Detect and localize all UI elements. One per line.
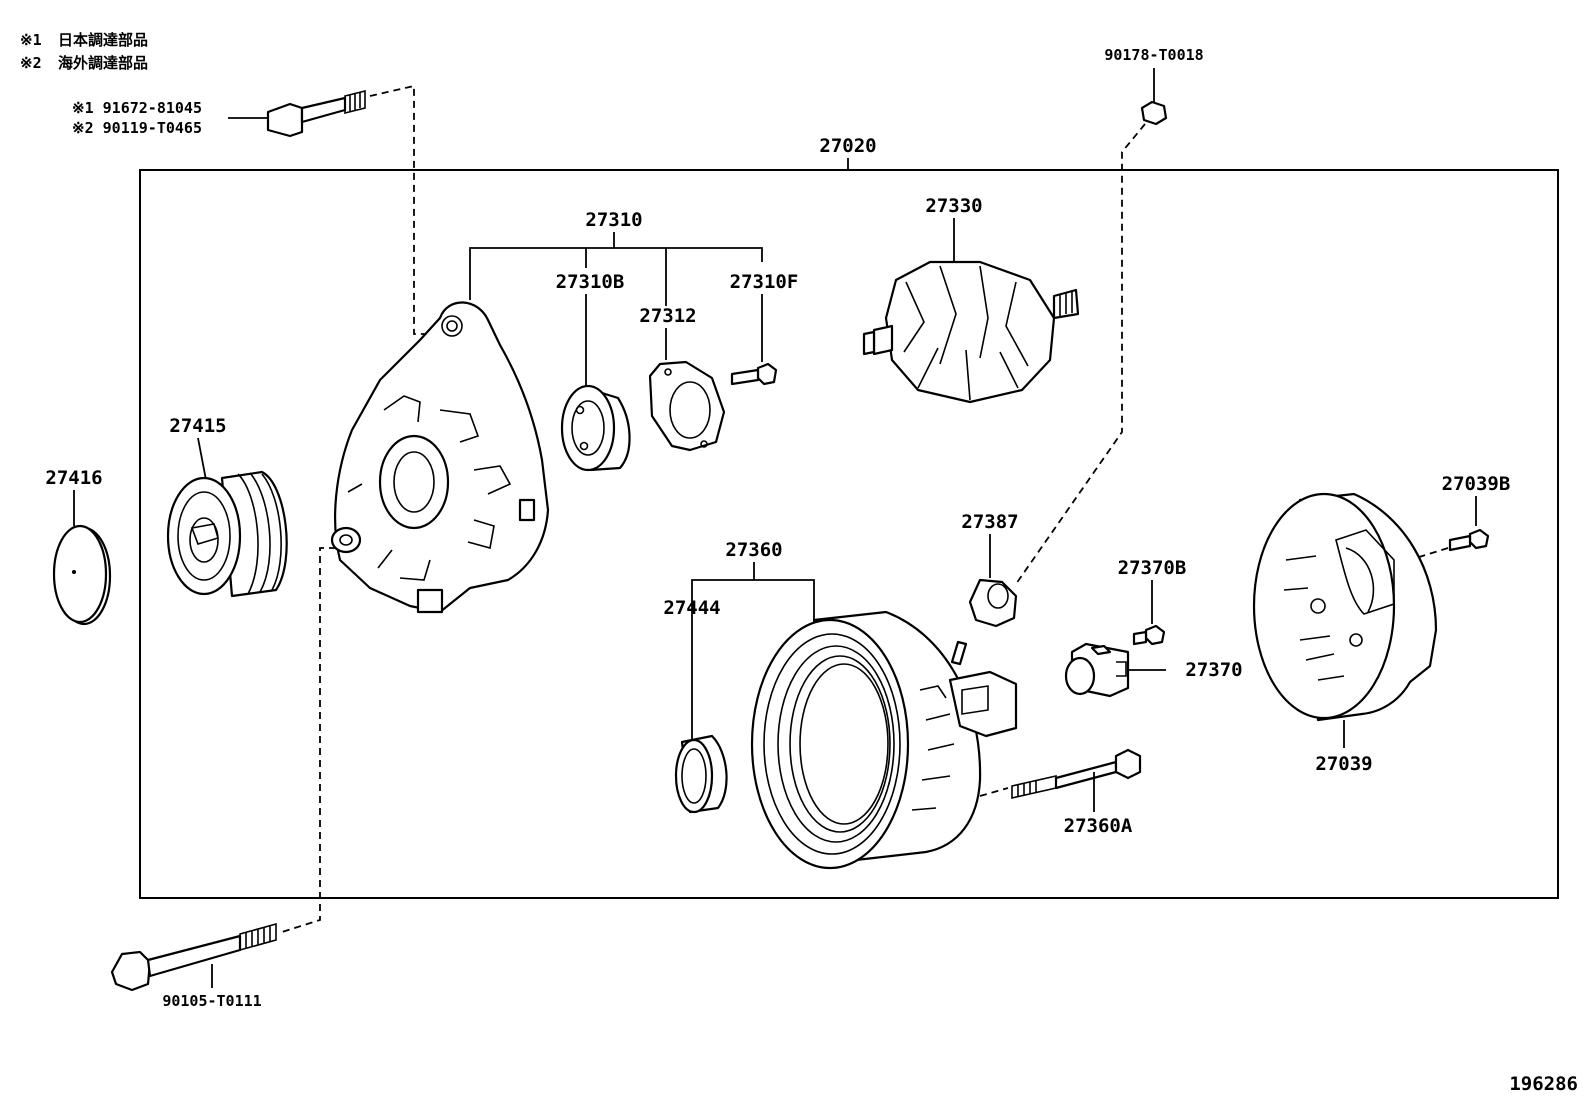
bottom-bolt-part[interactable] — [110, 922, 277, 992]
regulator-part[interactable] — [1064, 642, 1130, 698]
pulley-part[interactable] — [166, 470, 288, 598]
retainer-part[interactable] — [648, 360, 726, 452]
diagram-id: 196286 — [1509, 1073, 1578, 1095]
ring-part[interactable] — [674, 734, 728, 814]
label-bottom-bolt[interactable]: 90105-T0111 — [162, 992, 261, 1010]
label-cap[interactable]: 27416 — [45, 467, 102, 489]
bolt-b-small-part[interactable] — [1132, 624, 1166, 646]
rear-cover-bolt-dashed — [1415, 547, 1449, 559]
label-rear-cover-bolt[interactable]: 27039B — [1442, 473, 1511, 495]
label-bearing[interactable]: 27310B — [556, 271, 625, 293]
frame-group-bracket — [469, 247, 763, 300]
top-bolt-dashed-path — [369, 84, 440, 335]
drive-end-frame-part[interactable] — [330, 301, 550, 614]
pulley-leader — [197, 437, 207, 481]
stator-housing-part[interactable] — [750, 610, 1018, 870]
label-bolt-b-small[interactable]: 27370B — [1118, 557, 1187, 579]
bearing-part[interactable] — [560, 384, 631, 472]
label-top-bolt-1[interactable]: ※1 91672-81045 — [72, 99, 202, 117]
label-through-bolt[interactable]: 27360A — [1064, 815, 1133, 837]
top-nut-part[interactable] — [1140, 100, 1168, 126]
top-bolt-part[interactable] — [266, 89, 366, 138]
label-assembly[interactable]: 27020 — [819, 135, 876, 157]
through-bolt-dashed — [979, 787, 1009, 797]
note-1-mark: ※1 — [20, 31, 42, 49]
bottom-bolt-dashed-path — [281, 547, 336, 933]
label-screw-f[interactable]: 27310F — [730, 271, 799, 293]
label-regulator[interactable]: 27370 — [1185, 659, 1242, 681]
label-top-nut[interactable]: 90178-T0018 — [1104, 46, 1203, 64]
note-2-mark: ※2 — [20, 54, 42, 72]
label-stator-group[interactable]: 27360 — [725, 539, 782, 561]
top-nut-dashed-path — [1015, 123, 1146, 585]
screw-f-part[interactable] — [730, 362, 778, 386]
note-2-text: 海外調達部品 — [58, 54, 148, 72]
label-ring[interactable]: 27444 — [663, 597, 720, 619]
rotor-part[interactable] — [862, 260, 1080, 404]
label-pulley[interactable]: 27415 — [169, 415, 226, 437]
insulator-part[interactable] — [968, 578, 1018, 628]
stator-group-bracket — [691, 579, 815, 740]
through-bolt-part[interactable] — [1011, 748, 1142, 800]
rear-cover-bolt-part[interactable] — [1448, 528, 1490, 552]
label-frame-group[interactable]: 27310 — [585, 209, 642, 231]
label-top-bolt-2[interactable]: ※2 90119-T0465 — [72, 119, 202, 137]
label-retainer[interactable]: 27312 — [639, 305, 696, 327]
note-1-text: 日本調達部品 — [58, 31, 148, 49]
rear-cover-part[interactable] — [1252, 492, 1438, 722]
assembly-frame — [139, 169, 1559, 899]
cap-part[interactable] — [52, 524, 112, 626]
label-rotor[interactable]: 27330 — [925, 195, 982, 217]
label-insulator[interactable]: 27387 — [961, 511, 1018, 533]
label-rear-cover[interactable]: 27039 — [1315, 753, 1372, 775]
